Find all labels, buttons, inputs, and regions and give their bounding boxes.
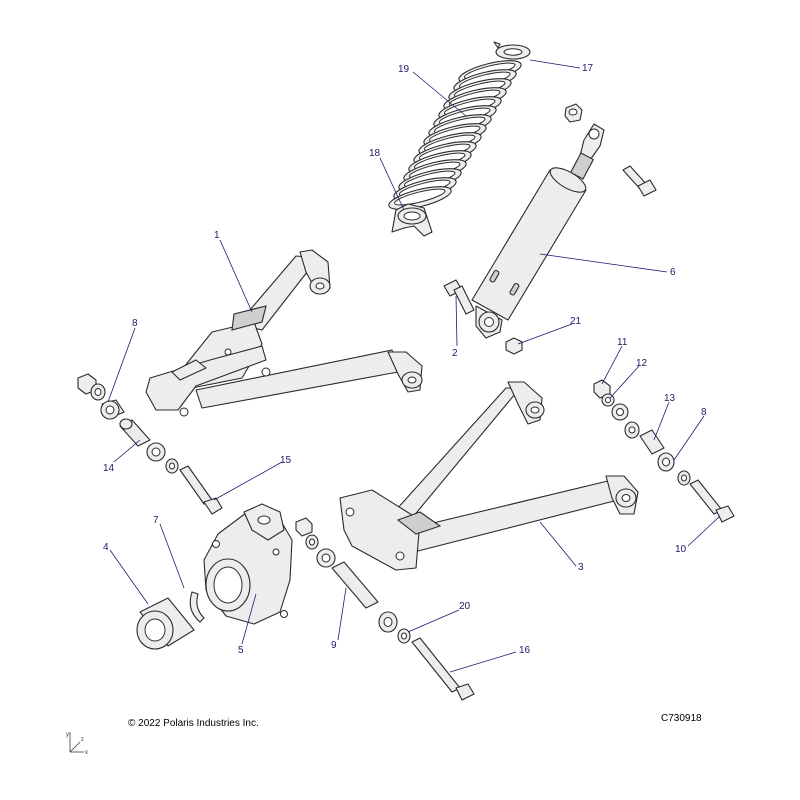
callout-18: 18 <box>369 148 381 159</box>
callout-4: 4 <box>103 542 109 553</box>
washer-left-2[interactable] <box>165 458 179 474</box>
callout-15: 15 <box>280 455 292 466</box>
wheel-bearing[interactable] <box>136 597 195 650</box>
bolt-15[interactable] <box>179 465 223 515</box>
bolt-16[interactable] <box>411 637 475 701</box>
hub-knuckle[interactable] <box>203 503 293 625</box>
drawing-id: C730918 <box>661 713 702 724</box>
sleeve-13[interactable] <box>639 429 665 455</box>
washer-right[interactable] <box>624 421 640 439</box>
callout-3: 3 <box>578 562 584 573</box>
callout-16: 16 <box>519 645 531 656</box>
spring-retainer-clip[interactable] <box>493 41 531 60</box>
washer-20[interactable] <box>397 628 411 644</box>
callout-5: 5 <box>238 645 244 656</box>
center-washer[interactable] <box>305 534 319 550</box>
shock-lower-nut[interactable] <box>505 337 523 355</box>
callout-13: 13 <box>664 393 676 404</box>
sleeve-14[interactable] <box>119 418 151 447</box>
bushing-right-upper[interactable] <box>611 403 629 421</box>
callout-11: 11 <box>617 337 628 348</box>
callout-1: 1 <box>214 230 220 241</box>
shock-upper-bolt[interactable] <box>622 165 657 197</box>
bushing-upper-left[interactable] <box>100 399 125 420</box>
callout-20: 20 <box>459 601 471 612</box>
callout-19: 19 <box>398 64 410 75</box>
callout-8-left: 8 <box>132 318 138 329</box>
bushing-lower-left[interactable] <box>146 442 166 462</box>
shock-absorber[interactable] <box>471 123 605 339</box>
callout-labels: 1 2 3 4 5 6 7 8 8 9 10 11 12 13 14 15 16… <box>103 63 707 656</box>
spring-coil-inner <box>394 188 446 206</box>
snap-ring[interactable] <box>189 591 205 623</box>
shock-lower-bolt[interactable] <box>443 279 475 315</box>
bushing-8-right[interactable] <box>657 452 675 472</box>
callout-17: 17 <box>582 63 594 74</box>
axis-z-label: z <box>81 737 84 743</box>
callout-9: 9 <box>331 640 337 651</box>
axis-triad-icon: y z x <box>66 732 88 756</box>
spring-seat[interactable] <box>391 203 433 237</box>
coil-spring[interactable] <box>387 56 523 214</box>
axis-y-label: y <box>66 732 69 738</box>
callout-14: 14 <box>103 463 115 474</box>
bolt-10[interactable] <box>689 479 735 523</box>
shock-top-nut[interactable] <box>564 103 583 123</box>
washer-right-2[interactable] <box>677 470 691 486</box>
callout-10: 10 <box>675 544 687 555</box>
copyright-notice: © 2022 Polaris Industries Inc. <box>128 718 259 729</box>
callout-8-right: 8 <box>701 407 707 418</box>
callout-2: 2 <box>452 348 458 359</box>
sleeve-9[interactable] <box>331 561 379 609</box>
callout-6: 6 <box>670 267 676 278</box>
callout-7: 7 <box>153 515 159 526</box>
lower-a-arm[interactable] <box>339 381 639 571</box>
axis-x-label: x <box>85 750 88 756</box>
leader-lines <box>107 59 721 673</box>
callout-12: 12 <box>636 358 648 369</box>
center-nut[interactable] <box>295 517 313 537</box>
left-washer[interactable] <box>90 383 106 401</box>
bushing-20[interactable] <box>378 611 398 633</box>
upper-a-arm[interactable] <box>145 249 423 417</box>
center-bushing[interactable] <box>316 548 336 568</box>
callout-21: 21 <box>570 316 582 327</box>
